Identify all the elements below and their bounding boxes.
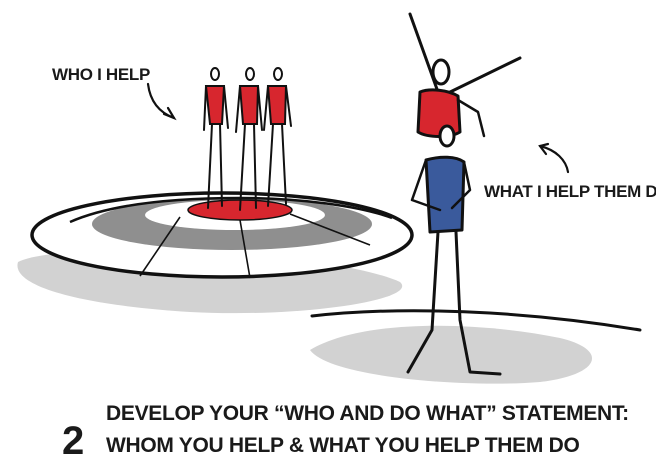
caption-line-1: DEVELOP YOUR “WHO AND DO WHAT” STATEMENT… — [106, 402, 629, 425]
caption-line-2: WHOM YOU HELP & WHAT YOU HELP THEM DO — [106, 434, 579, 457]
top-person — [410, 14, 520, 137]
who-arrow — [148, 84, 174, 118]
figure-right — [264, 68, 291, 206]
label-who-i-help: WHO I HELP — [52, 65, 150, 84]
figure-left — [204, 68, 228, 208]
what-arrow — [540, 144, 568, 172]
target-platform — [17, 193, 412, 313]
audience-figures — [204, 68, 291, 210]
label-what-i-help-them-do: WHAT I HELP THEM DO — [484, 182, 656, 201]
figure-middle — [236, 68, 262, 210]
caption-step-number: 2 — [62, 419, 84, 463]
right-ground-shadow — [310, 326, 592, 384]
